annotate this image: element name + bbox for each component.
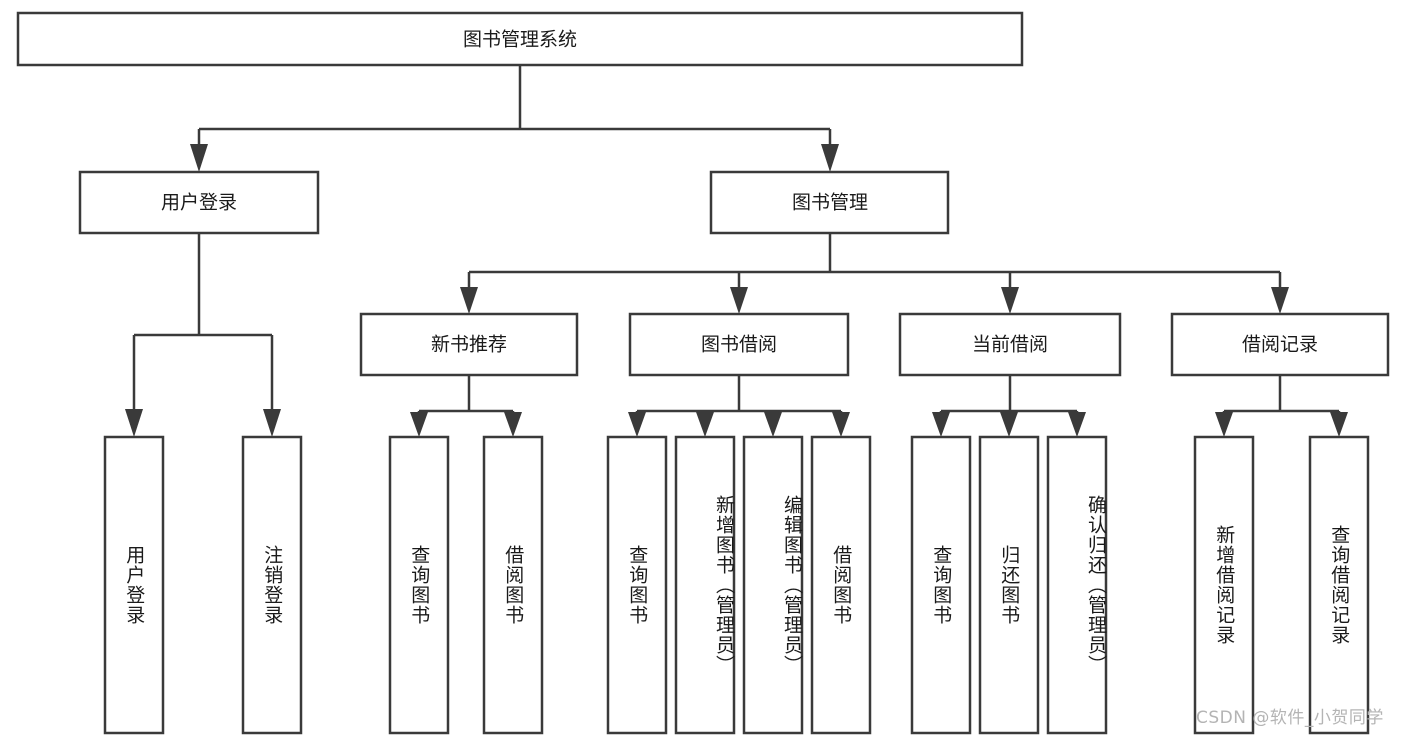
leaf-box-borrow-book-1[interactable] (482, 435, 544, 735)
node-user-login[interactable]: 用户登录 (78, 170, 320, 235)
node-book-management-box[interactable] (709, 170, 950, 235)
node-borrow-record[interactable]: 借阅记录 (1170, 312, 1390, 377)
connector-group-user-login (125, 233, 281, 437)
node-root-box[interactable] (16, 11, 1024, 67)
node-book-borrow-box[interactable] (628, 312, 850, 377)
node-root[interactable]: 图书管理系统 (16, 11, 1024, 67)
node-current-borrow-label: 当前借阅 (972, 334, 1048, 356)
csdn-watermark: CSDN @软件_小贺同学 (1196, 708, 1384, 728)
connector-group-borrow-record (1215, 375, 1348, 437)
leaf-box-query-book-3[interactable] (910, 435, 972, 735)
connector-group-book-borrow (628, 375, 850, 437)
arrow-head-new-book-recommend (460, 287, 478, 314)
leaf-boxes-group (103, 435, 1370, 735)
leaf-box-confirm-return[interactable] (1046, 435, 1108, 735)
arrow-head-current-borrow (1001, 287, 1019, 314)
arrow-head-leaf-edit-book (764, 412, 782, 437)
arrow-head-leaf-query-borrow-record (1330, 412, 1348, 437)
leaf-box-user-logout[interactable] (241, 435, 303, 735)
arrow-head-user-login (190, 144, 208, 172)
leaf-box-edit-book[interactable] (742, 435, 804, 735)
arrow-head-leaf-query-book-3 (932, 412, 950, 437)
node-book-management-label: 图书管理 (792, 192, 868, 214)
arrow-head-leaf-add-borrow-record (1215, 412, 1233, 437)
node-borrow-record-box[interactable] (1170, 312, 1390, 377)
leaf-box-user-login[interactable] (103, 435, 165, 735)
connector-group-new-book-recommend (410, 375, 522, 437)
arrow-head-book-management (821, 144, 839, 172)
leaf-box-query-book-2[interactable] (606, 435, 668, 735)
node-current-borrow-box[interactable] (898, 312, 1122, 377)
arrow-head-leaf-borrow-book-2 (832, 412, 850, 437)
leaf-box-return-book[interactable] (978, 435, 1040, 735)
arrow-head-borrow-record (1271, 287, 1289, 314)
arrow-head-leaf-query-book-2 (628, 412, 646, 437)
arrow-head-leaf-add-book (696, 412, 714, 437)
arrow-head-leaf-confirm-return (1068, 412, 1086, 437)
arrow-head-book-borrow (730, 287, 748, 314)
arrow-head-leaf-borrow-book-1 (504, 412, 522, 437)
node-root-label: 图书管理系统 (463, 29, 577, 51)
arrow-head-leaf-user-logout (263, 409, 281, 437)
leaf-box-add-book[interactable] (674, 435, 736, 735)
connector-group-root (190, 65, 839, 172)
node-current-borrow[interactable]: 当前借阅 (898, 312, 1122, 377)
node-new-book-recommend-box[interactable] (359, 312, 579, 377)
node-book-borrow-label: 图书借阅 (701, 334, 777, 356)
node-user-login-label: 用户登录 (161, 192, 237, 214)
leaf-box-add-borrow-record[interactable] (1193, 435, 1255, 735)
arrow-head-leaf-user-login (125, 409, 143, 437)
node-new-book-recommend[interactable]: 新书推荐 (359, 312, 579, 377)
node-book-management[interactable]: 图书管理 (709, 170, 950, 235)
arrow-head-leaf-query-book-1 (410, 412, 428, 437)
leaf-box-query-borrow-record[interactable] (1308, 435, 1370, 735)
leaf-box-borrow-book-2[interactable] (810, 435, 872, 735)
leaf-box-query-book-1[interactable] (388, 435, 450, 735)
node-book-borrow[interactable]: 图书借阅 (628, 312, 850, 377)
connector-group-current-borrow (932, 375, 1086, 437)
connector-group-book-management (460, 233, 1289, 314)
node-borrow-record-label: 借阅记录 (1242, 334, 1318, 356)
node-new-book-recommend-label: 新书推荐 (431, 334, 507, 356)
node-user-login-box[interactable] (78, 170, 320, 235)
arrow-head-leaf-return-book (1000, 412, 1018, 437)
